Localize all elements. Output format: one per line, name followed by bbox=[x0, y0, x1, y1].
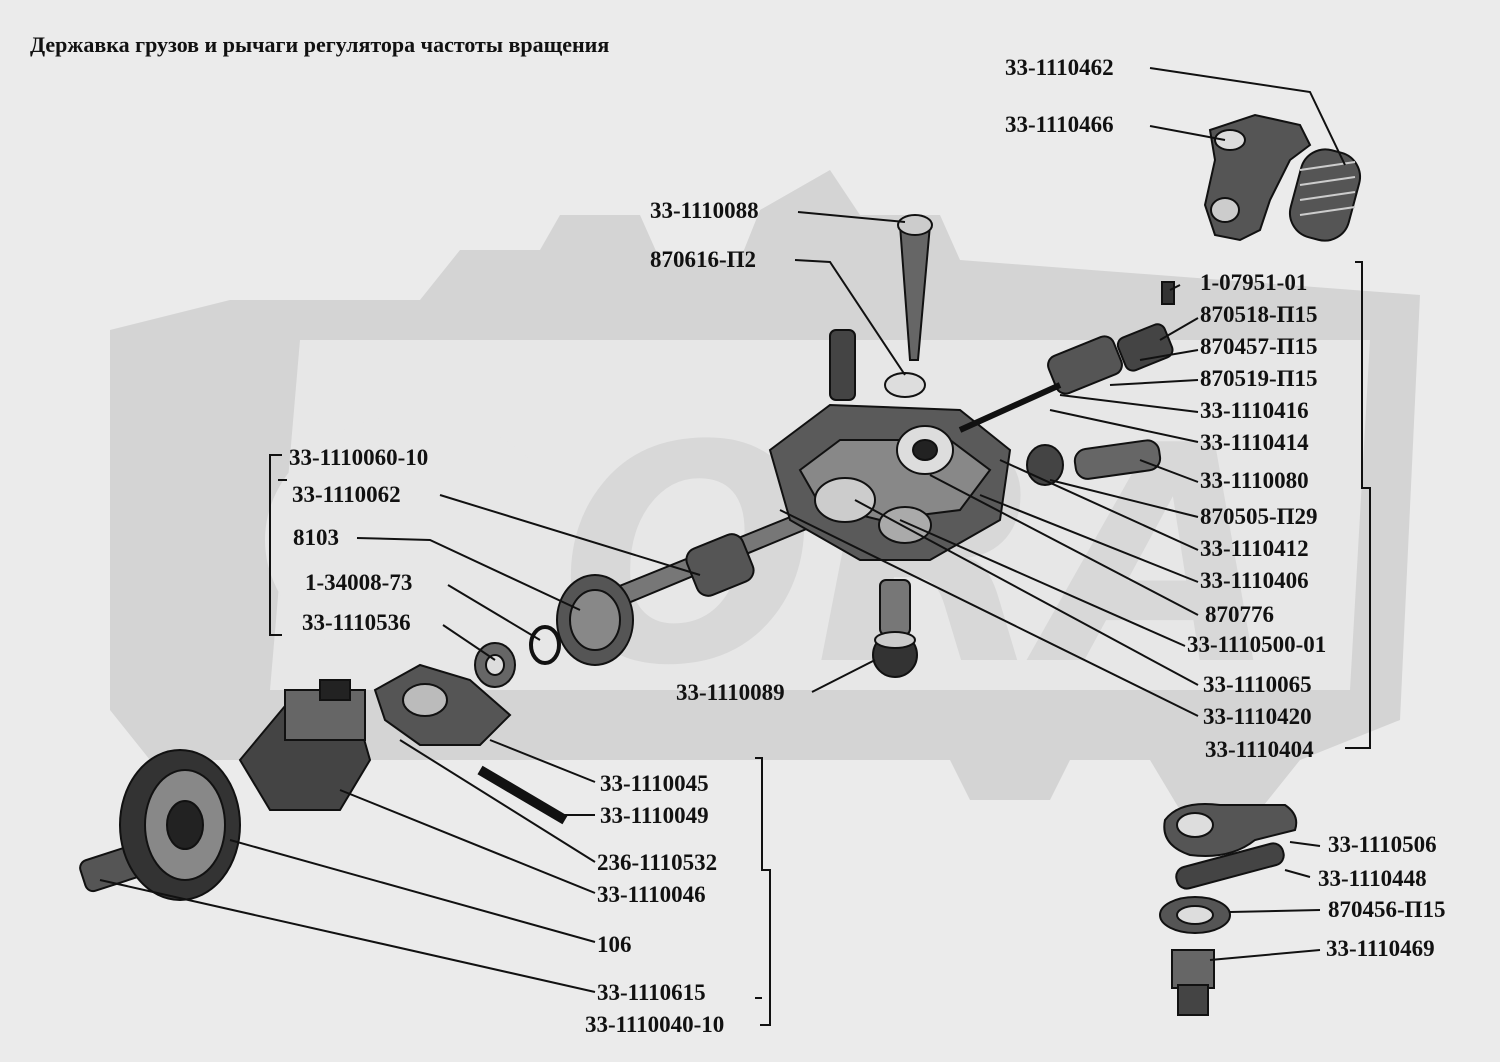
part-label: 1-07951-01 bbox=[1200, 270, 1308, 295]
weight-carrier-assembly bbox=[558, 214, 1175, 678]
part-label: 106 bbox=[597, 932, 632, 957]
part-label: 8103 bbox=[293, 525, 339, 550]
part-label: 33-1110462 bbox=[1005, 55, 1114, 80]
speed-lever-assembly bbox=[1203, 113, 1362, 242]
part-label: 33-1110046 bbox=[597, 882, 706, 907]
part-label: 33-1110045 bbox=[600, 771, 709, 796]
part-label: 33-1110420 bbox=[1203, 704, 1312, 729]
part-label: 33-1110062 bbox=[292, 482, 401, 507]
part-label: 870456-П15 bbox=[1328, 897, 1446, 922]
part-label: 33-1110080 bbox=[1200, 468, 1309, 493]
part-label: 33-1110060-10 bbox=[289, 445, 429, 470]
gear-and-washers bbox=[474, 574, 634, 688]
leader-lines bbox=[99, 67, 1346, 993]
part-label: 33-1110040-10 bbox=[585, 1012, 725, 1037]
part-label: 33-1110412 bbox=[1200, 536, 1309, 561]
part-label: 33-1110404 bbox=[1205, 737, 1314, 762]
part-label: 870505-П29 bbox=[1200, 504, 1318, 529]
part-label: 33-1110406 bbox=[1200, 568, 1309, 593]
grouping-brackets bbox=[269, 261, 1371, 1026]
part-label: 1-34008-73 bbox=[305, 570, 413, 595]
part-label: 33-1110416 bbox=[1200, 398, 1309, 423]
part-label: 870457-П15 bbox=[1200, 334, 1318, 359]
part-label: 33-1110414 bbox=[1200, 430, 1309, 455]
control-lever-assembly bbox=[1159, 803, 1298, 1016]
part-label: 870776 bbox=[1205, 602, 1274, 627]
part-label: 33-1110049 bbox=[600, 803, 709, 828]
part-label: 33-1110448 bbox=[1318, 866, 1427, 891]
part-label: 33-1110469 bbox=[1326, 936, 1435, 961]
part-label: 33-1110065 bbox=[1203, 672, 1312, 697]
part-label: 870519-П15 bbox=[1200, 366, 1318, 391]
part-label: 33-1110500-01 bbox=[1187, 632, 1327, 657]
part-label: 870616-П2 bbox=[650, 247, 757, 272]
part-label: 33-1110466 bbox=[1005, 112, 1114, 137]
part-label: 870518-П15 bbox=[1200, 302, 1318, 327]
part-label: 33-1110615 bbox=[597, 980, 706, 1005]
page-title: Державка грузов и рычаги регулятора част… bbox=[30, 32, 610, 57]
watermark-logo: ORA bbox=[110, 170, 1420, 810]
part-label: 236-1110532 bbox=[597, 850, 718, 875]
part-label: 33-1110089 bbox=[676, 680, 785, 705]
part-label: 33-1110088 bbox=[650, 198, 759, 223]
drive-gear-assembly bbox=[79, 663, 568, 901]
part-label: 33-1110506 bbox=[1328, 832, 1437, 857]
part-label: 33-1110536 bbox=[302, 610, 411, 635]
